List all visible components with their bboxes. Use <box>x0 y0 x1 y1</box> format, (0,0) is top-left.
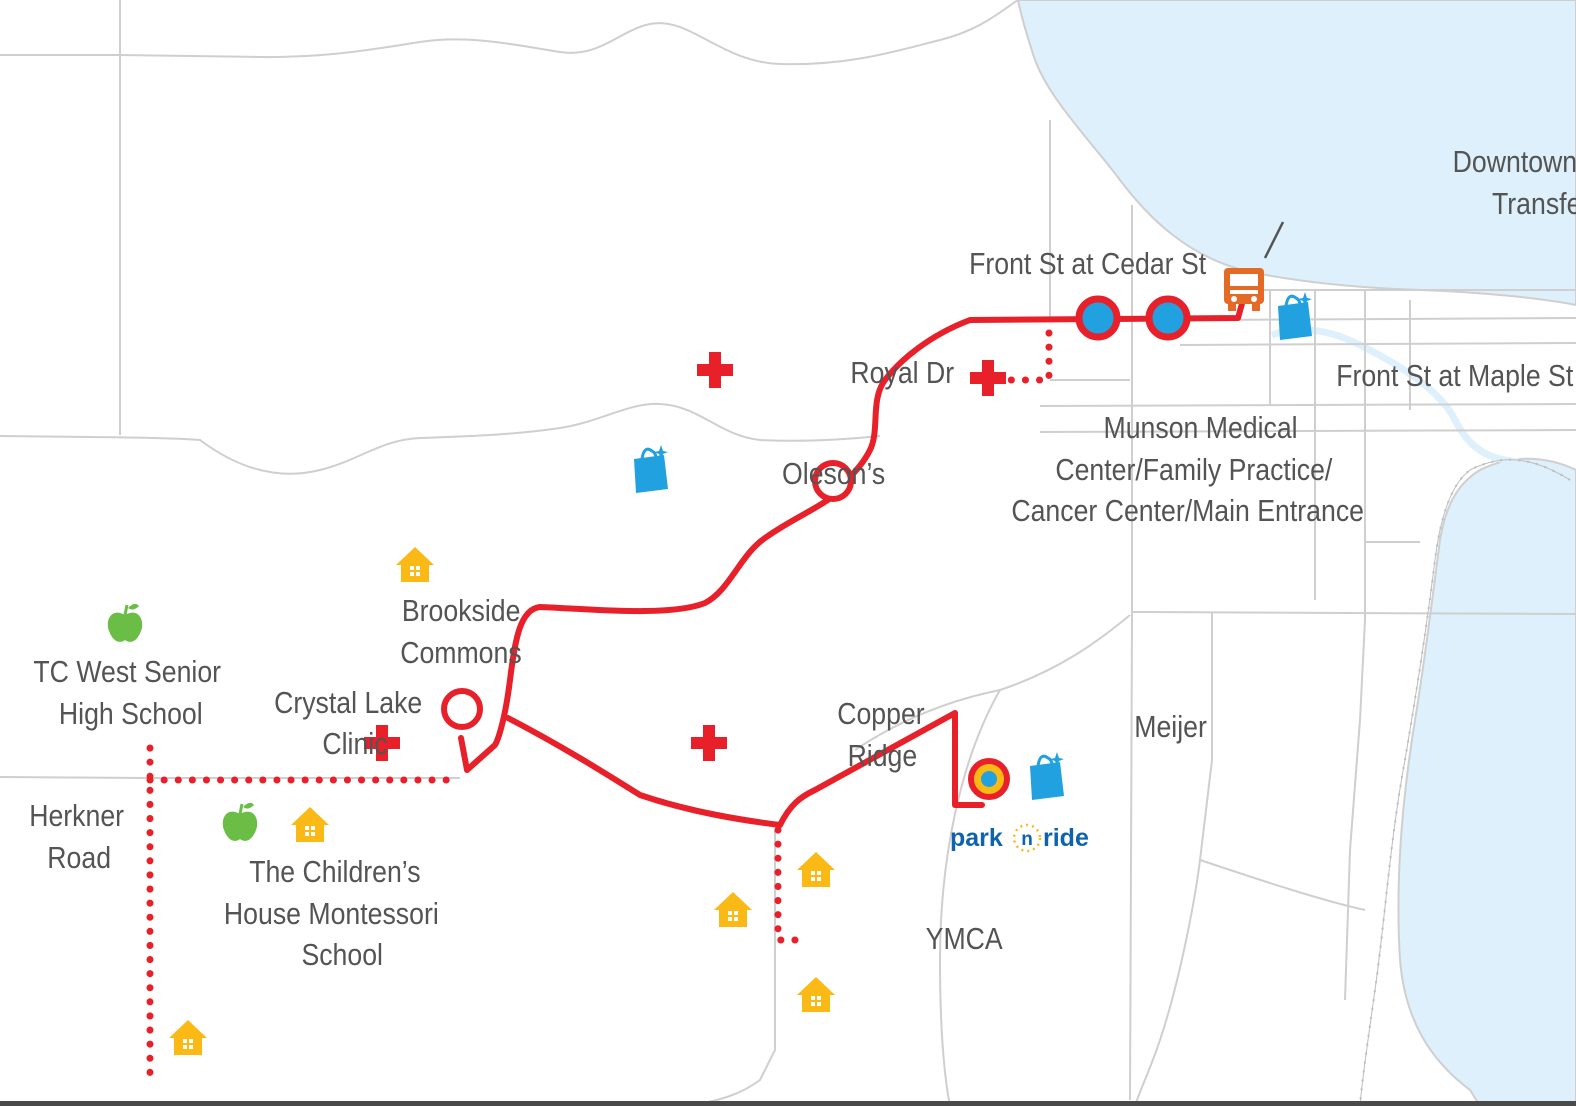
label-downtown-line1: Downtown Hall Street <box>1453 145 1576 179</box>
house-icon <box>797 852 835 887</box>
park-n-ride-logo: park n ride <box>950 823 1089 853</box>
apple-school-icon <box>221 801 259 843</box>
park-n-ride-part1: park <box>950 824 1003 852</box>
railroad <box>1359 458 1571 1106</box>
label-front-cedar: Front St at Cedar St <box>969 247 1206 281</box>
park-n-ride-part3: ride <box>1043 824 1089 852</box>
shopping-bag-icon <box>1028 750 1066 802</box>
label-olesons: Oleson’s <box>782 457 885 491</box>
house-icon <box>714 892 752 927</box>
label-royal-dr: Royal Dr <box>850 356 954 390</box>
hospital-cross-icon <box>697 352 733 388</box>
house-icon <box>169 1020 207 1055</box>
label-copper-ridge-line2: Ridge <box>848 739 918 773</box>
label-meijer: Meijer <box>1134 710 1207 744</box>
stop-front-cedar[interactable] <box>1075 295 1121 341</box>
label-tc-west-line1: TC West Senior <box>33 655 221 689</box>
label-crystal-lake-line1: Crystal Lake <box>274 686 422 720</box>
stop-meijer[interactable] <box>968 758 1010 800</box>
house-icon <box>396 547 434 582</box>
label-downtown-line2: Transfer Station <box>1492 187 1576 221</box>
label-tc-west-line2: High School <box>59 697 203 731</box>
house-icon <box>291 807 329 842</box>
stop-olesons[interactable] <box>812 460 854 502</box>
water <box>1016 0 1576 1106</box>
label-childrens-line2: House Montessori <box>224 897 439 931</box>
hospital-cross-icon <box>970 360 1006 396</box>
apple-school-icon <box>106 602 144 644</box>
bus-icon[interactable] <box>1224 268 1264 311</box>
map-labels: Downtown Hall Street Transfer Station Fr… <box>29 145 1576 972</box>
hospital-cross-icon <box>691 725 727 761</box>
bottom-border <box>0 1101 1576 1106</box>
label-herkner-line2: Road <box>47 841 111 875</box>
label-childrens-line3: School <box>301 938 383 972</box>
label-ymca: YMCA <box>926 922 1004 956</box>
shopping-bag-icon <box>632 443 670 495</box>
dotted-connectors <box>146 329 1053 1084</box>
house-icon <box>797 977 835 1012</box>
transfer-leader-line <box>1263 221 1285 259</box>
label-front-maple: Front St at Maple St <box>1336 359 1573 393</box>
shopping-bag-icon <box>1276 290 1314 342</box>
label-crystal-lake-line2: Clinic <box>322 727 387 761</box>
park-n-ride-part2: n <box>1021 829 1033 850</box>
stop-front-maple[interactable] <box>1145 295 1191 341</box>
label-herkner-line1: Herkner <box>29 799 124 833</box>
stop-brookside[interactable] <box>441 688 483 730</box>
label-brookside-line2: Commons <box>400 636 521 670</box>
label-childrens-line1: The Children’s <box>249 855 420 889</box>
label-munson-line3: Cancer Center/Main Entrance <box>1011 494 1364 528</box>
label-munson-line1: Munson Medical <box>1104 411 1298 445</box>
label-munson-line2: Center/Family Practice/ <box>1055 453 1333 487</box>
park-n-ride-ring <box>1012 823 1042 853</box>
bus-route <box>458 297 1246 828</box>
label-copper-ridge-line1: Copper <box>837 697 925 731</box>
label-brookside-line1: Brookside <box>402 594 521 628</box>
